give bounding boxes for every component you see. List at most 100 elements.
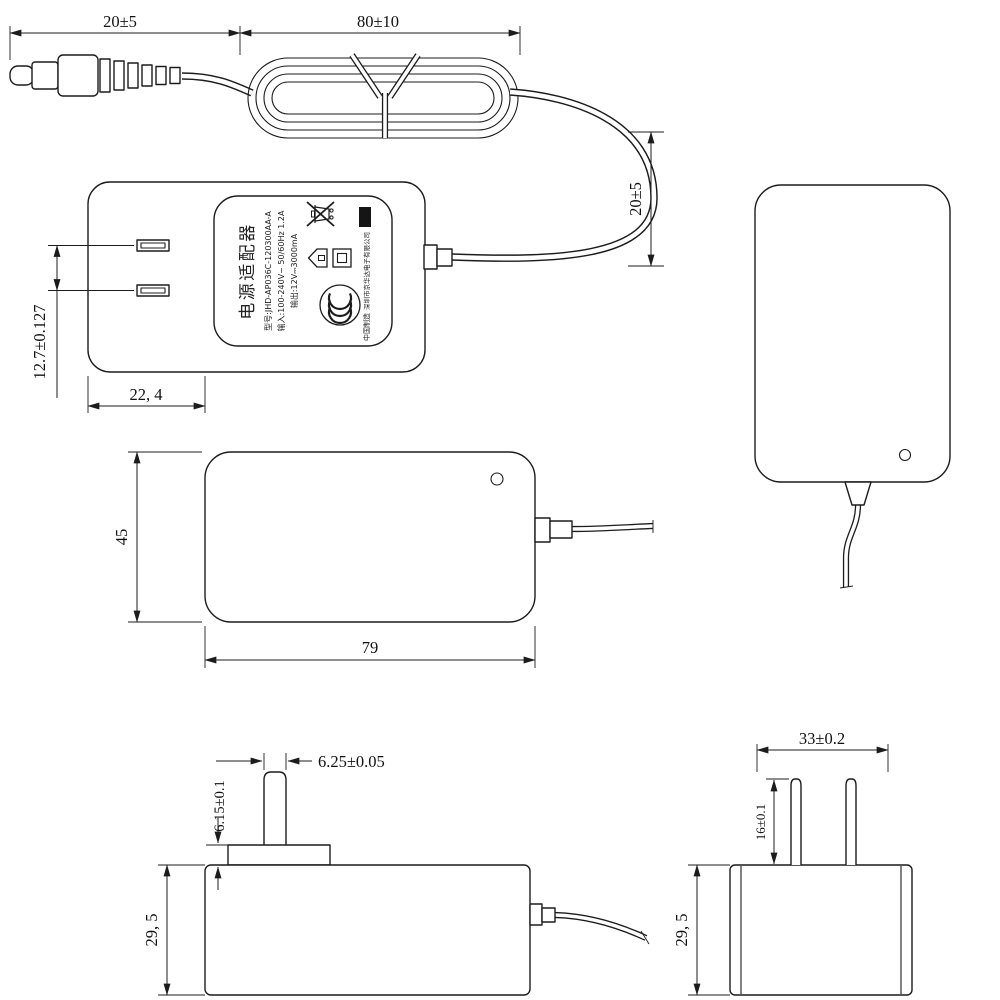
dimensions: 20±5 80±10 20±5 12.7±0.127 2	[9, 12, 889, 996]
ccc-c1	[327, 306, 353, 325]
output-stub	[534, 517, 551, 543]
weee-bin-icon	[306, 201, 335, 227]
screw-hole	[898, 448, 912, 462]
dimension-blade-length: 16±0.1	[753, 778, 789, 865]
label-model-line: 型号:JHD-AP036C-120300AA-A	[264, 211, 273, 331]
output-cable-core	[844, 504, 860, 587]
dimension-boss-height: 6.15±0.1	[206, 780, 228, 890]
label-output-line: 输出:12V⎓3000mA	[289, 233, 299, 308]
tie-arm-core	[350, 54, 382, 98]
screw-hole	[490, 472, 504, 486]
blade-slot-inner	[140, 287, 166, 294]
dimension-blade-width: 6.25±0.05	[216, 752, 385, 771]
plan-view	[204, 451, 654, 623]
dc-plug-barrel	[31, 61, 59, 90]
cable-loop	[451, 88, 658, 262]
ccc-circle	[319, 284, 361, 326]
dimension-plug-length: 20±5	[9, 12, 241, 60]
dim-label-prong-pitch: 12.7±0.127	[30, 304, 49, 379]
label-manufacturer: 深圳市京华达电子有限公司	[362, 232, 371, 310]
dimension-thickness-side: 29, 5	[142, 864, 205, 996]
dimension-coil-length: 80±10	[239, 12, 521, 55]
plug-blade	[845, 778, 857, 865]
cord-ferrule	[549, 520, 573, 539]
ridge	[99, 58, 111, 93]
cable-cut-end	[839, 585, 854, 589]
cable-lead-core	[181, 73, 253, 96]
double-insulation-icon	[332, 248, 352, 268]
blade-slot	[136, 284, 170, 297]
ridge	[127, 62, 139, 89]
dimension-prong-pitch: 12.7±0.127	[30, 244, 134, 398]
dc-plug-tip	[9, 65, 35, 86]
strain-relief-ridges	[99, 58, 181, 93]
blade-slot	[136, 239, 170, 252]
end-view	[729, 778, 913, 996]
adapter-body-back	[754, 184, 951, 483]
rating-label	[213, 195, 393, 347]
ccc-mark-icon	[319, 284, 361, 326]
adapter-body-end	[729, 864, 913, 996]
dim-label-coil-length: 80±10	[357, 12, 399, 31]
plug-blade	[790, 778, 802, 865]
output-cable-core	[571, 524, 654, 531]
back-view	[754, 184, 951, 589]
dim-label-top-face-width: 33±0.2	[799, 729, 845, 748]
dim-label-thickness-end: 29, 5	[672, 914, 691, 947]
output-stub	[529, 903, 543, 926]
plug-blade-side	[263, 771, 287, 845]
output-stub	[423, 244, 438, 270]
dim-label-thickness-side: 29, 5	[142, 914, 161, 947]
bin-handle	[311, 210, 315, 218]
label-product-name: 电源适配器	[238, 222, 258, 320]
adapter-body-plan	[204, 451, 536, 623]
dim-label-prong-offset: 22, 4	[130, 385, 163, 404]
dimension-body-width: 45	[112, 451, 202, 623]
label-input-line: 输入:100-240V~ 50/60Hz 1.2A	[276, 210, 286, 331]
dim-label-blade-length: 16±0.1	[753, 804, 768, 840]
dimension-cable-loop-height: 20±5	[626, 131, 664, 267]
ccc-c3	[327, 292, 353, 311]
plug-blade-slots	[136, 239, 170, 297]
cross-stroke	[306, 201, 335, 227]
output-cable	[554, 911, 648, 941]
dim-label-plug-length: 20±5	[103, 12, 137, 31]
dimension-body-length: 79	[204, 626, 536, 668]
dimension-top-face-width: 33±0.2	[756, 729, 889, 772]
output-cable-core	[554, 913, 647, 940]
dim-label-blade-width: 6.25±0.05	[318, 752, 385, 771]
label-logo-block	[359, 207, 371, 227]
bin-wheel	[329, 215, 334, 220]
ridge	[155, 65, 167, 86]
plug-boss	[227, 844, 331, 866]
cable-tie	[349, 53, 421, 138]
ridge	[113, 60, 125, 91]
ridge	[141, 64, 153, 87]
rating-label-content: 电源适配器 型号:JHD-AP036C-120300AA-A 输入:100-24…	[238, 201, 371, 341]
dim-label-body-width: 45	[112, 529, 131, 546]
dimension-prong-offset: 22, 4	[87, 376, 206, 413]
indoor-use-icon	[307, 248, 328, 268]
label-origin: 中国制造	[362, 313, 371, 341]
side-view	[204, 771, 650, 996]
ccc-c2	[327, 299, 353, 318]
ridge	[169, 66, 181, 85]
front-view: 电源适配器 型号:JHD-AP036C-120300AA-A 输入:100-24…	[87, 181, 453, 373]
dim-label-body-length: 79	[362, 638, 379, 657]
blade-slot-inner	[140, 242, 166, 249]
bin-wheel	[329, 208, 334, 213]
cable-loop-core	[451, 89, 657, 261]
adapter-body-side	[204, 864, 531, 996]
house-outline	[307, 248, 328, 268]
tie-arm-core	[388, 54, 420, 98]
dim-label-cable-loop: 20±5	[626, 182, 645, 216]
dim-label-boss-height: 6.15±0.1	[212, 780, 228, 831]
cable-cut-end	[640, 930, 650, 945]
cord-ferrule	[541, 907, 556, 923]
dimension-thickness-end: 29, 5	[672, 864, 730, 996]
dc-plug-body	[57, 54, 99, 97]
cord-ferrule	[436, 248, 453, 267]
outer-square	[332, 248, 352, 268]
